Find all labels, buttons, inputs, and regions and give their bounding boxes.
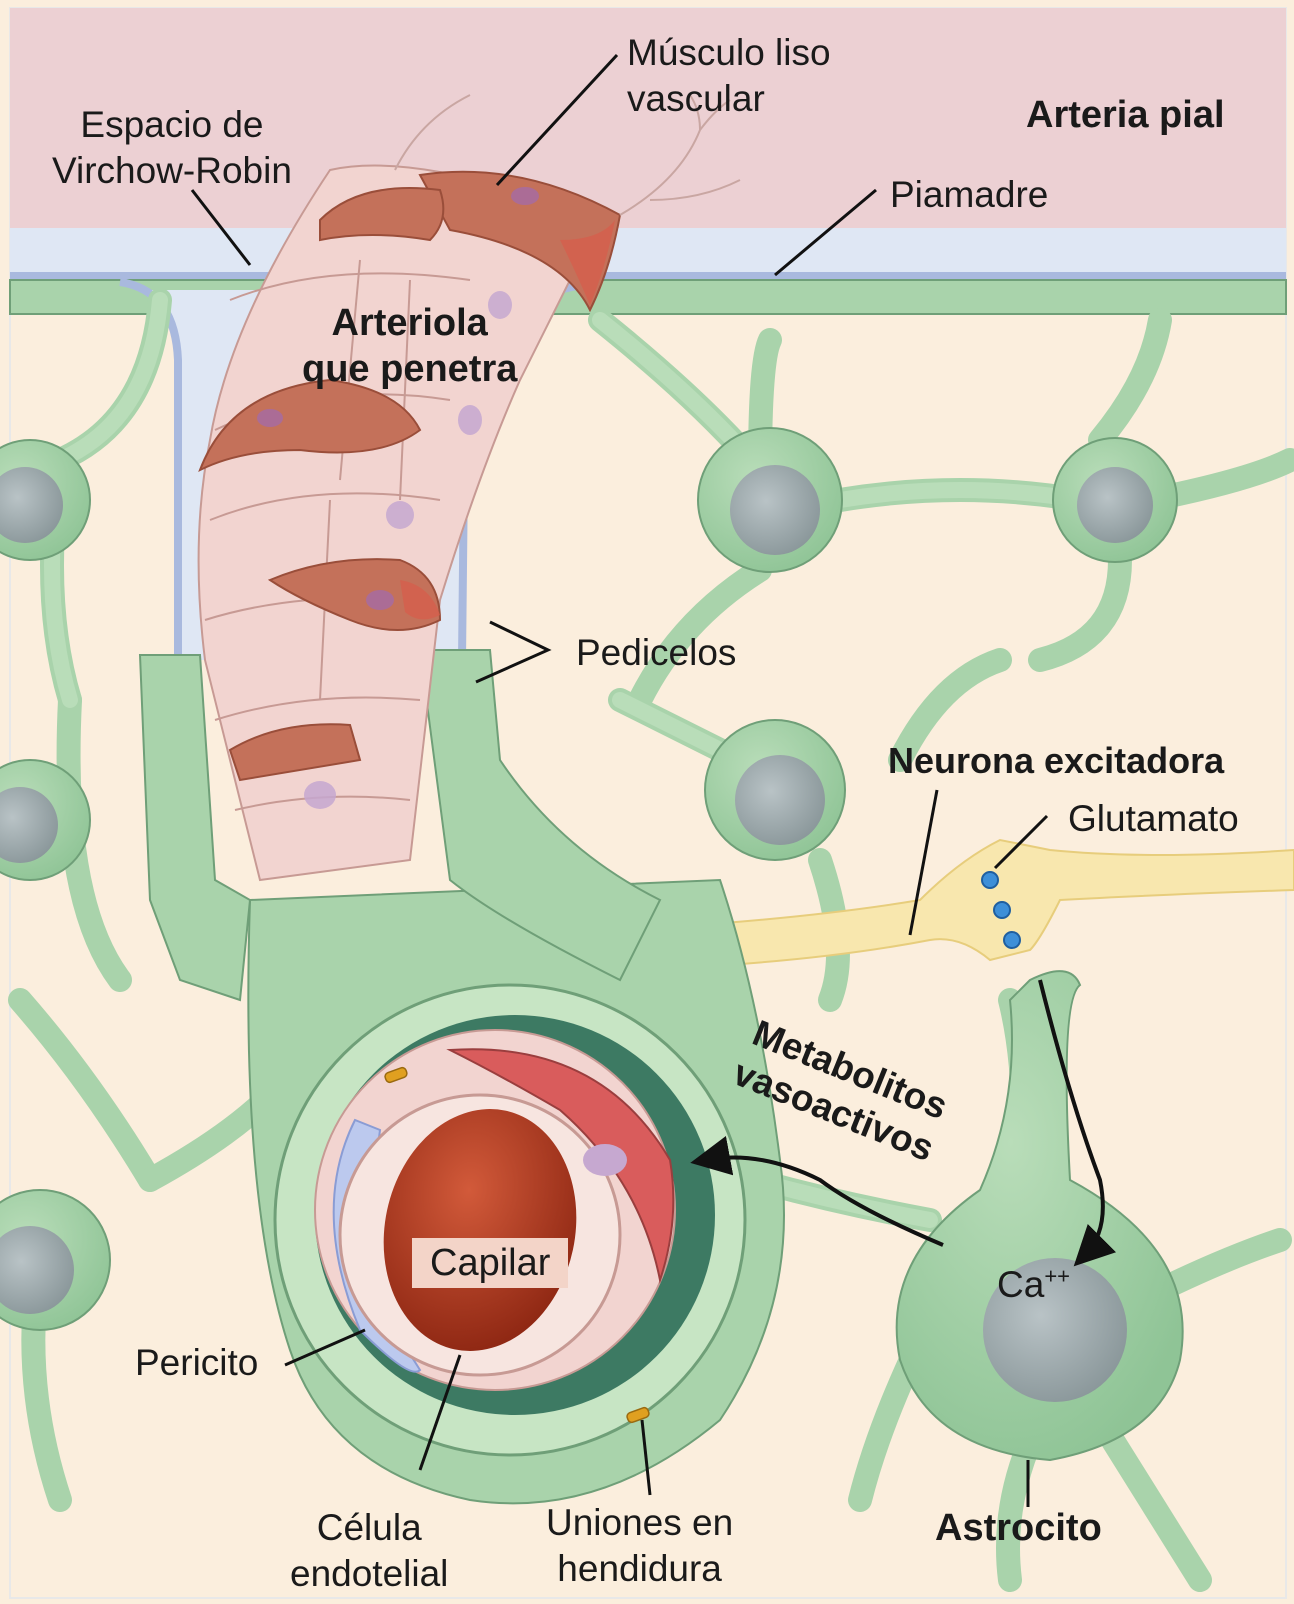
label-celula-line2: endotelial <box>290 1551 448 1597</box>
label-arteria-pial: Arteria pial <box>1026 92 1225 138</box>
label-espacio-vr: Espacio de Virchow-Robin <box>52 102 292 194</box>
label-espacio-line2: Virchow-Robin <box>52 148 292 194</box>
label-uniones-line2: hendidura <box>546 1546 733 1592</box>
label-musculo-liso: Músculo liso vascular <box>627 30 831 122</box>
label-calcio-base: Ca <box>997 1264 1044 1305</box>
label-uniones-line1: Uniones en <box>546 1500 733 1546</box>
label-musculo-line2: vascular <box>627 76 831 122</box>
label-calcio: Ca++ <box>997 1262 1070 1308</box>
label-pedicelos: Pedicelos <box>576 630 736 676</box>
label-neurona-excitadora: Neurona excitadora <box>888 738 1224 784</box>
label-pericito: Pericito <box>135 1340 258 1386</box>
label-arteriola-line2: que penetra <box>302 346 517 392</box>
label-astrocito: Astrocito <box>935 1505 1102 1551</box>
label-calcio-sup: ++ <box>1044 1264 1070 1289</box>
label-capilar: Capilar <box>412 1238 568 1288</box>
label-piamadre: Piamadre <box>890 172 1048 218</box>
label-musculo-line1: Músculo liso <box>627 30 831 76</box>
label-uniones: Uniones en hendidura <box>546 1500 733 1592</box>
label-arteriola: Arteriola que penetra <box>302 300 517 392</box>
label-arteriola-line1: Arteriola <box>302 300 517 346</box>
pia-mater-line <box>10 272 1286 280</box>
label-glutamato: Glutamato <box>1068 796 1239 842</box>
label-espacio-line1: Espacio de <box>52 102 292 148</box>
label-celula-line1: Célula <box>290 1505 448 1551</box>
label-celula-endotelial: Célula endotelial <box>290 1505 448 1597</box>
endothelial-nucleus-capillary <box>583 1144 627 1176</box>
